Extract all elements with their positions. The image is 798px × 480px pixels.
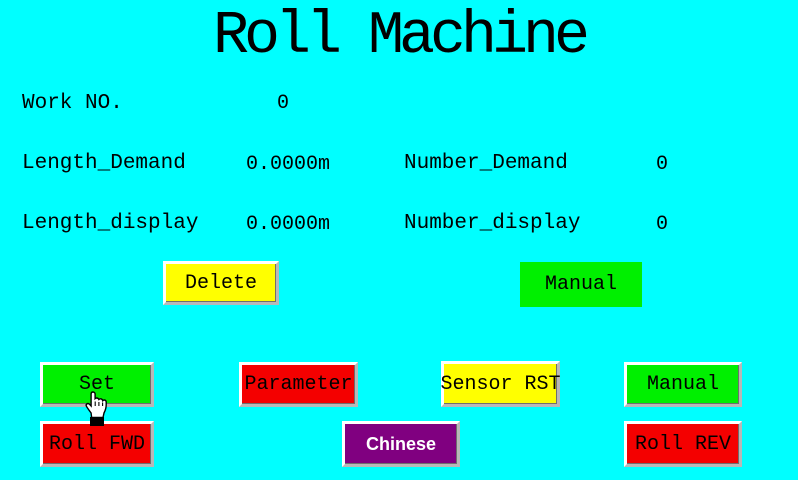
set-button[interactable]: Set [40, 362, 154, 407]
number-demand-label: Number_Demand [404, 152, 568, 175]
parameter-button[interactable]: Parameter [239, 362, 358, 407]
length-display-label: Length_display [22, 212, 199, 235]
work-no-label: Work NO. [22, 92, 123, 115]
number-display-value: 0 [656, 213, 669, 236]
delete-button[interactable]: Delete [163, 261, 279, 305]
manual-button[interactable]: Manual [624, 362, 742, 407]
length-demand-value[interactable]: 0.0000m [246, 153, 331, 176]
chinese-language-button[interactable]: Chinese [342, 421, 460, 467]
number-display-label: Number_display [404, 212, 581, 235]
sensor-rst-button[interactable]: Sensor RST [440, 361, 561, 407]
roll-fwd-button[interactable]: Roll FWD [40, 421, 154, 467]
length-demand-label: Length_Demand [22, 152, 186, 175]
page-title: Roll Machine [212, 3, 590, 71]
roll-rev-button[interactable]: Roll REV [624, 421, 742, 467]
number-demand-value[interactable]: 0 [656, 153, 669, 176]
manual-mode-indicator: Manual [520, 262, 642, 307]
work-no-value[interactable]: 0 [277, 92, 290, 115]
length-display-value: 0.0000m [246, 213, 331, 236]
